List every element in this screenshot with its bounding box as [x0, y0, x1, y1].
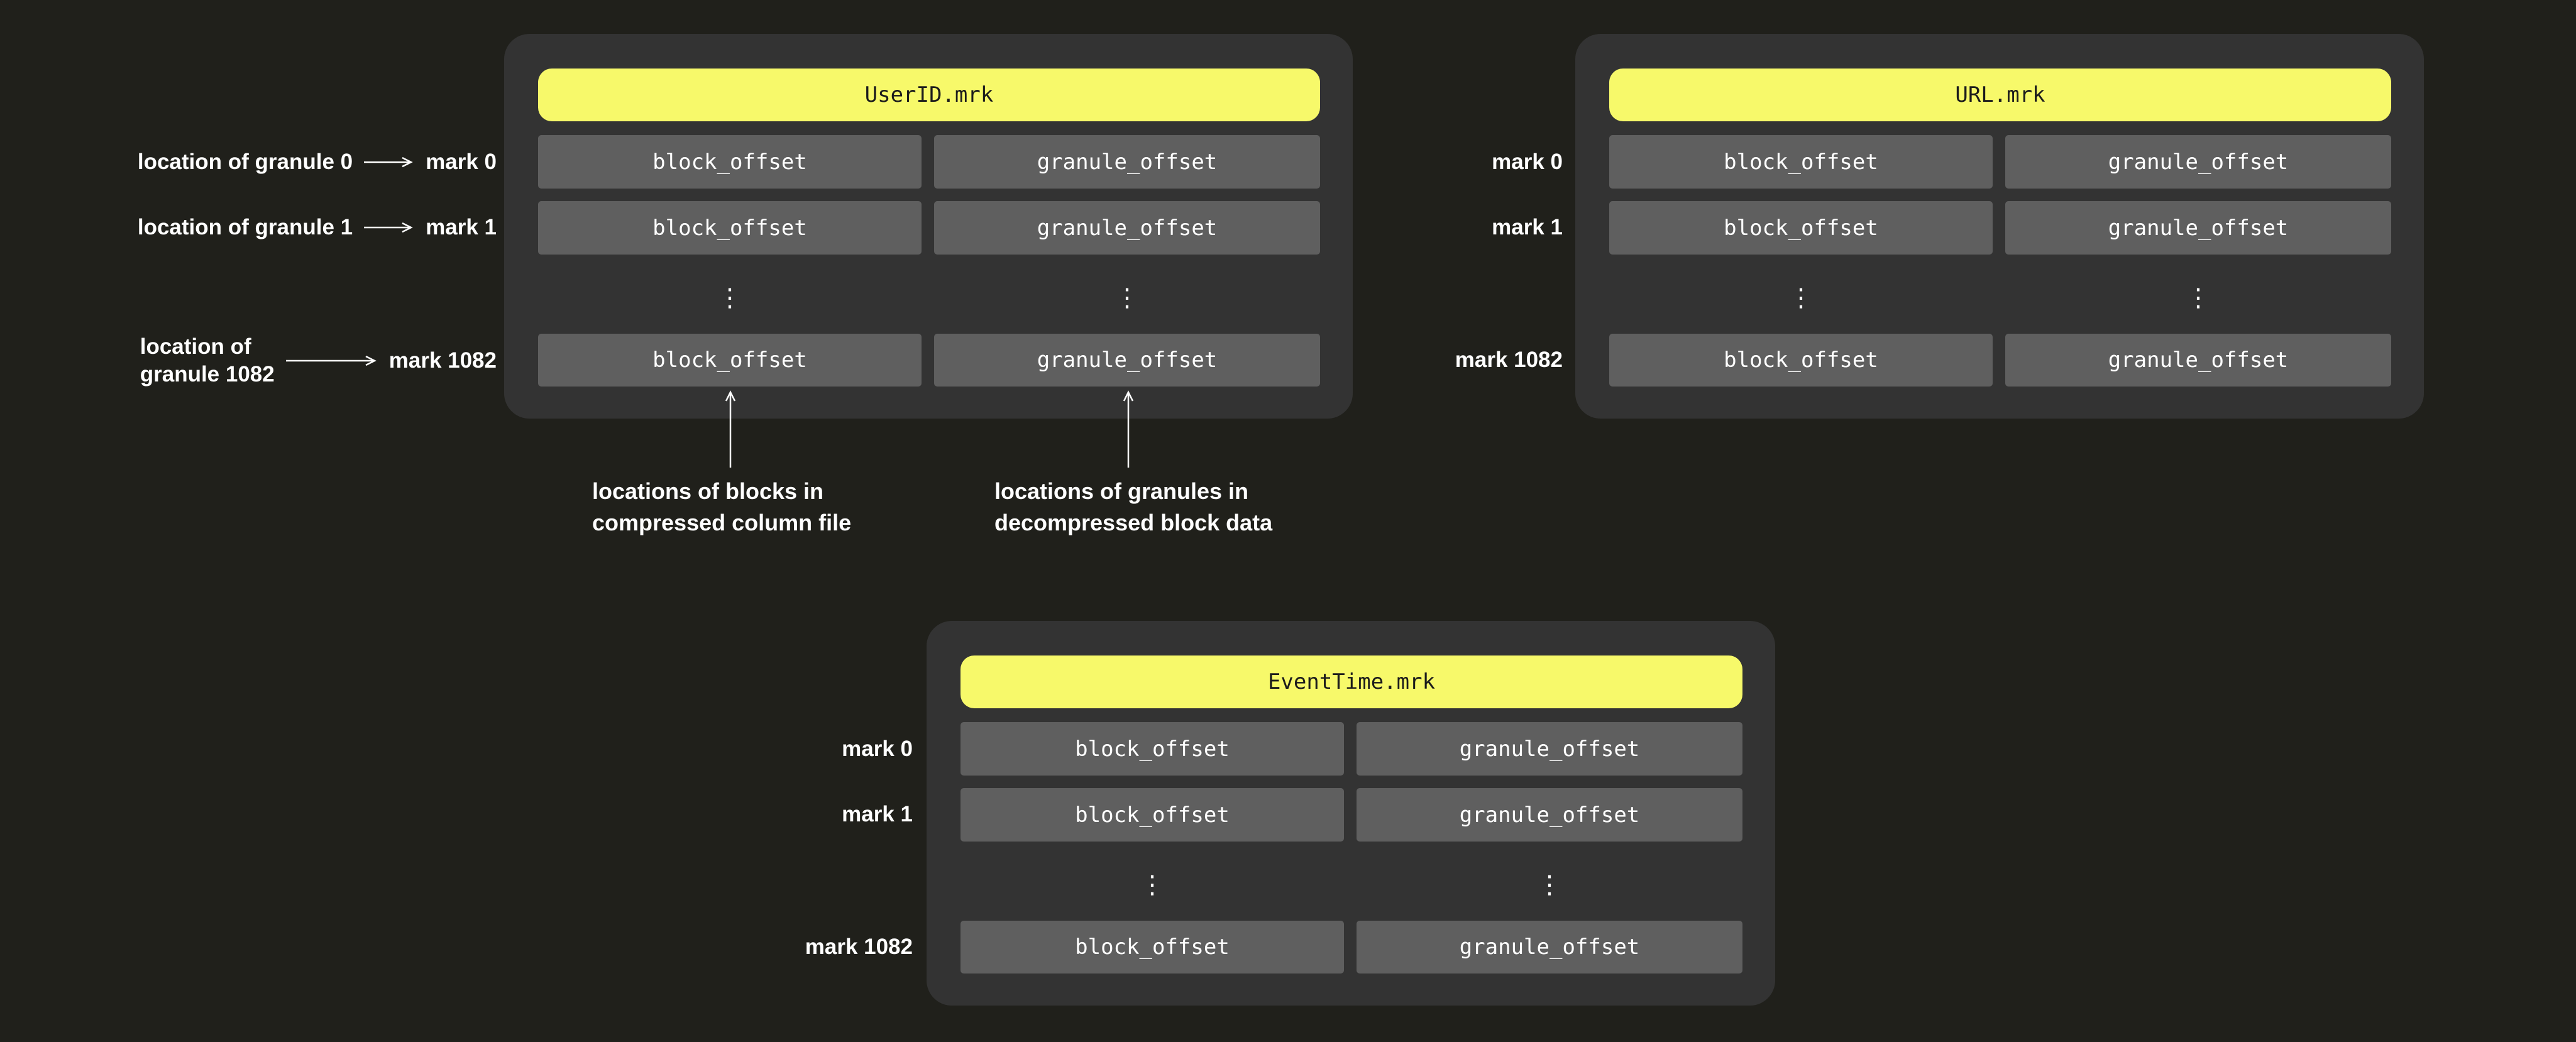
vertical-ellipsis: ⋮ [1115, 283, 1140, 312]
granule-offset-cell: granule_offset [2005, 201, 2391, 255]
ellipsis-row: ⋮ ⋮ [538, 283, 1320, 313]
granule-offset-cell: granule_offset [934, 135, 1320, 189]
vertical-ellipsis: ⋮ [1537, 870, 1562, 899]
vertical-ellipsis: ⋮ [1140, 870, 1165, 899]
mark-label: mark 1 [1492, 215, 1563, 239]
mark-label: mark 1 [842, 802, 913, 826]
arrow-up-icon [725, 390, 736, 468]
mark-label: mark 0 [1492, 150, 1563, 174]
mark-label: mark 1082 [388, 348, 497, 373]
granule-offset-cell: granule_offset [2005, 334, 2391, 387]
granule-offset-cell: granule_offset [1357, 788, 1742, 842]
block-offset-cell: block_offset [1609, 334, 1993, 387]
panel-eventtime-mrk: EventTime.mrk block_offset granule_offse… [927, 621, 1775, 1006]
mark-label: mark 1082 [805, 935, 913, 959]
note-granule-locations: locations of granules in decompressed bl… [994, 478, 1273, 535]
panel-url-mrk: URL.mrk block_offset granule_offset bloc… [1575, 34, 2424, 419]
granule-offset-cell: granule_offset [2005, 135, 2391, 189]
mark-row-1: block_offset granule_offset [1609, 201, 2391, 255]
mark-row-1: block_offset granule_offset [960, 788, 1742, 842]
block-offset-cell: block_offset [538, 201, 922, 255]
annotation-text: location of granule 1082 [140, 334, 275, 387]
mark-row-1: block_offset granule_offset [538, 201, 1320, 255]
block-offset-cell: block_offset [538, 334, 922, 387]
file-title-eventtime: EventTime.mrk [960, 655, 1742, 708]
granule-offset-cell: granule_offset [1357, 921, 1742, 973]
arrow-right-icon [364, 156, 413, 168]
block-offset-cell: block_offset [1609, 135, 1993, 189]
vertical-ellipsis: ⋮ [717, 283, 742, 312]
file-title-url: URL.mrk [1609, 69, 2391, 121]
granule-offset-cell: granule_offset [934, 201, 1320, 255]
mark-label: mark 0 [426, 150, 497, 174]
mark-row-0: block_offset granule_offset [960, 722, 1742, 776]
granule-offset-cell: granule_offset [1357, 722, 1742, 776]
vertical-ellipsis: ⋮ [2186, 283, 2211, 312]
mark-row-1082: block_offset granule_offset [960, 921, 1742, 973]
block-offset-cell: block_offset [1609, 201, 1993, 255]
block-offset-cell: block_offset [960, 788, 1344, 842]
note-block-locations: locations of blocks in compressed column… [592, 478, 852, 535]
panel-userid-mrk: UserID.mrk block_offset granule_offset b… [504, 34, 1353, 419]
granule-offset-cell: granule_offset [934, 334, 1320, 387]
mark-row-1082: block_offset granule_offset [538, 334, 1320, 387]
annotation-location-granule-1082: location of granule 1082 mark 1082 [126, 328, 497, 393]
block-offset-cell: block_offset [960, 921, 1344, 973]
arrow-right-icon [364, 222, 413, 233]
mark-label: mark 1 [426, 215, 497, 239]
ellipsis-row: ⋮ ⋮ [1609, 283, 2391, 313]
mark-label: mark 1082 [1455, 348, 1563, 372]
annotation-text: location of granule 1 [137, 215, 353, 239]
annotation-text: location of granule 0 [137, 150, 353, 174]
arrow-right-icon [285, 355, 377, 366]
file-title-userid: UserID.mrk [538, 69, 1320, 121]
mark-row-1082: block_offset granule_offset [1609, 334, 2391, 387]
mark-row-0: block_offset granule_offset [538, 135, 1320, 189]
ellipsis-row: ⋮ ⋮ [960, 870, 1742, 900]
mark-label: mark 0 [842, 737, 913, 761]
block-offset-cell: block_offset [538, 135, 922, 189]
annotation-location-granule-0: location of granule 0 mark 0 [126, 148, 497, 176]
mark-row-0: block_offset granule_offset [1609, 135, 2391, 189]
block-offset-cell: block_offset [960, 722, 1344, 776]
vertical-ellipsis: ⋮ [1788, 283, 1814, 312]
arrow-up-icon [1123, 390, 1134, 468]
annotation-location-granule-1: location of granule 1 mark 1 [126, 214, 497, 241]
